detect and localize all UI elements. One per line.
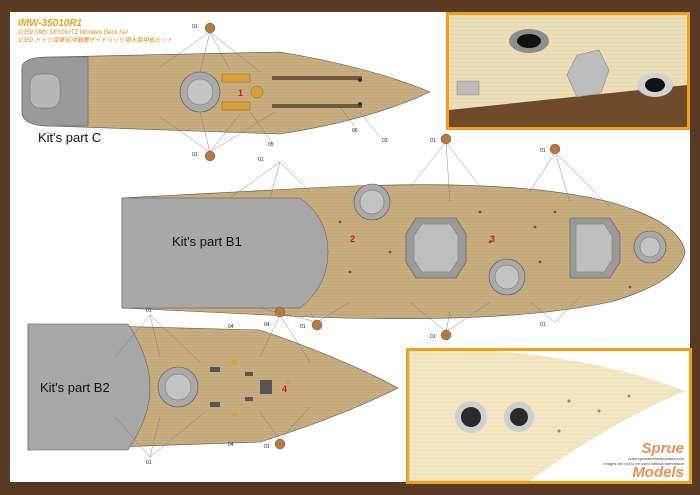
kit-part-b2-label: Kit's part B2	[40, 380, 110, 395]
scale-title: 1/350 SMS SEYDLITZ Wooden Deck Set	[18, 30, 129, 36]
callout-01: 01	[146, 460, 152, 466]
piece-number-3: 3	[490, 234, 496, 244]
callout-01: 01	[540, 322, 546, 328]
callout-01: 01	[192, 24, 198, 30]
piece-number-4: 4	[282, 384, 288, 394]
deck-photo-top-render	[449, 15, 687, 127]
watermark: Sprue www.spruebrothersmodels.com Images…	[603, 440, 684, 481]
watermark-fine-print: www.spruebrothersmodels.com	[628, 456, 684, 461]
callout-04: 04	[264, 322, 270, 328]
product-code: IMW-35010R1	[18, 18, 83, 29]
deck-drawings	[21, 22, 686, 458]
callout-01: 01	[258, 157, 264, 163]
callout-01: 01	[430, 138, 436, 144]
part-b1-drawing	[121, 133, 686, 341]
callout-01: 01	[540, 148, 546, 154]
callout-01: 01	[146, 308, 152, 314]
callout-01: 01	[300, 324, 306, 330]
callout-05: 05	[268, 142, 274, 148]
piece-number-1: 1	[238, 88, 244, 98]
callout-03: 03	[382, 138, 388, 144]
watermark-brand-bottom: Models	[632, 464, 684, 481]
part-b2-drawing	[27, 306, 399, 458]
watermark-brand-top: Sprue	[641, 440, 684, 457]
callout-04: 04	[228, 324, 234, 330]
deck-photo-top	[446, 12, 690, 130]
callout-06: 06	[352, 128, 358, 134]
watermark-fine-print: Images are not to be used without permis…	[603, 461, 684, 466]
piece-number-2: 2	[350, 234, 356, 244]
product-header: IMW-35010R1 1/350 SMS SEYDLITZ Wooden De…	[18, 18, 173, 45]
deck-photo-bottom-render	[409, 351, 689, 481]
callout-01: 01	[264, 444, 270, 450]
callout-01: 01	[192, 152, 198, 158]
kit-part-c-label: Kit's part C	[38, 130, 102, 145]
callout-01: 01	[430, 334, 436, 340]
kit-part-b1-label: Kit's part B1	[172, 234, 242, 249]
deck-photo-bottom	[406, 348, 692, 484]
japanese-title: 1/350 ドイツ海軍巡洋戦艦ザイドリッツ用木製甲板セット	[18, 38, 173, 44]
part-c-drawing	[21, 22, 431, 162]
instruction-sheet: IMW-35010R1 1/350 SMS SEYDLITZ Wooden De…	[10, 12, 692, 484]
callout-04: 04	[228, 442, 234, 448]
